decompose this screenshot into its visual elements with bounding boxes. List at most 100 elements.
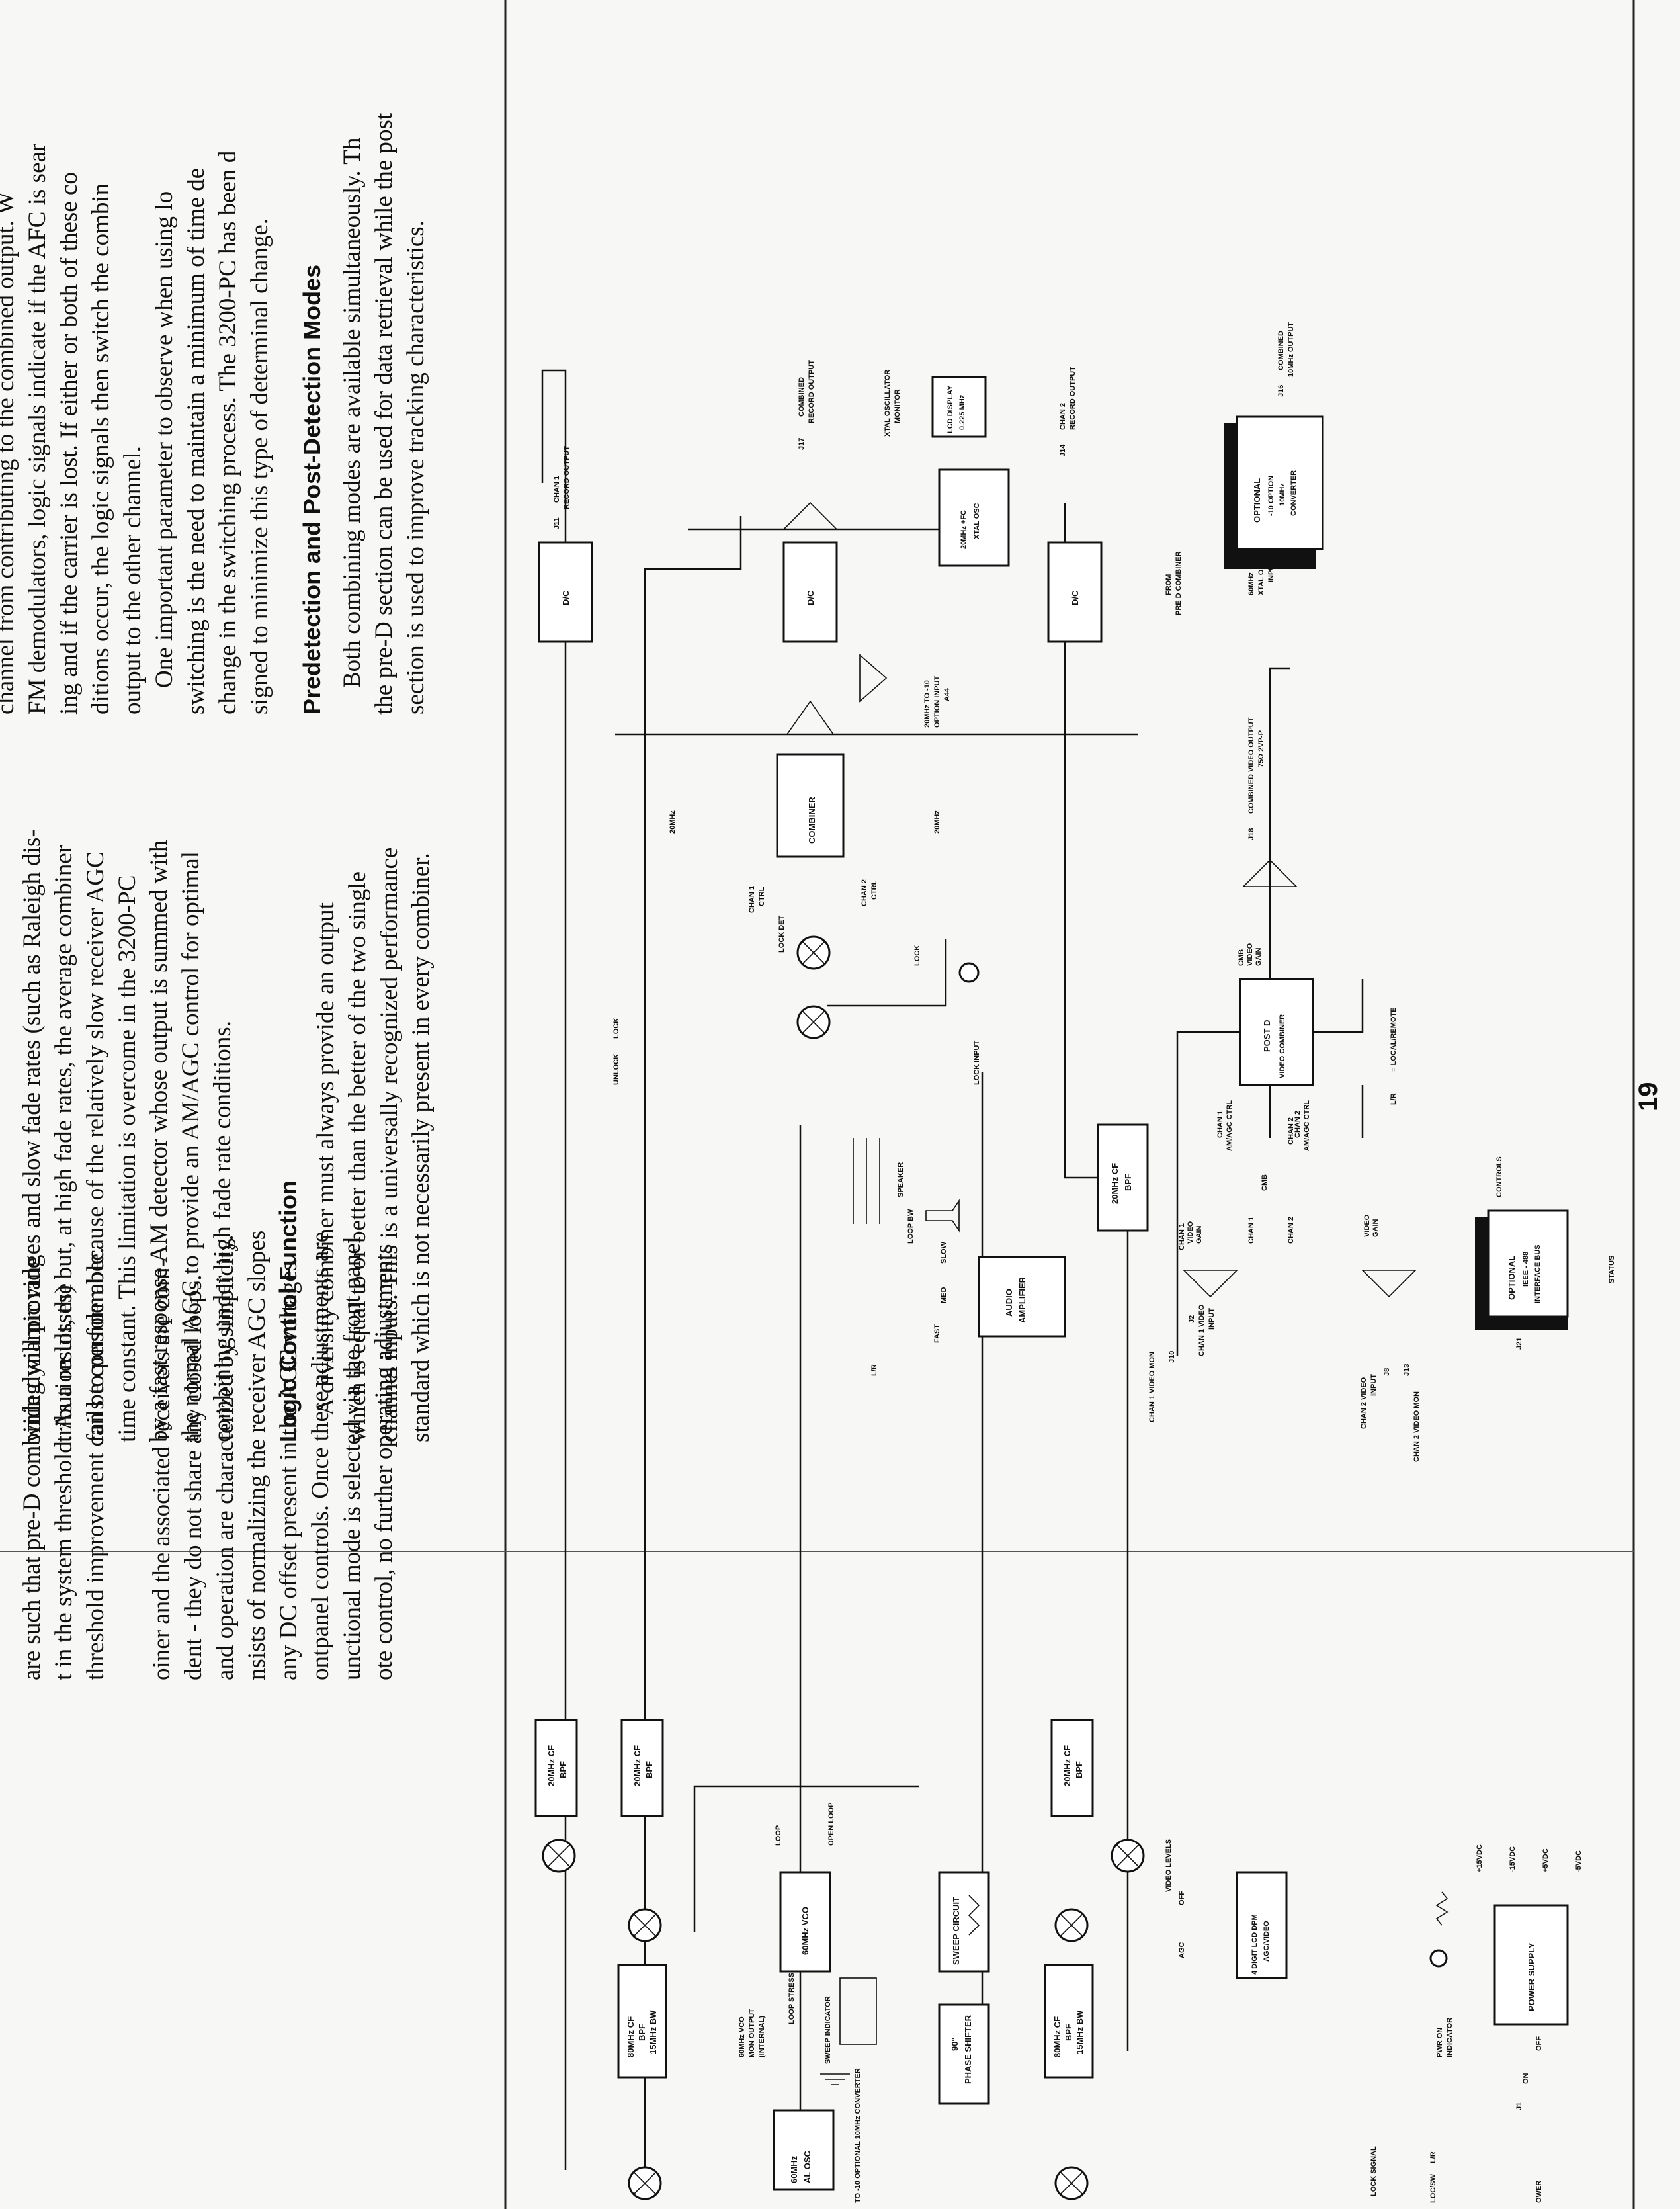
diagram-label: AGC bbox=[1178, 1942, 1186, 1959]
right-text-line: section is used to improve tracking char… bbox=[402, 220, 429, 715]
middle-text-line: which is equal to or better than the bet… bbox=[344, 871, 371, 1442]
diagram-label: CHAN 2 bbox=[861, 879, 868, 906]
diagram-label: STATUS bbox=[1608, 1256, 1616, 1283]
right-text-line: channel from contributing to the combine… bbox=[0, 191, 19, 715]
amplifier-symbol bbox=[1361, 1270, 1417, 1298]
block-label: 90° bbox=[950, 2038, 960, 2051]
diagram-label: CHAN 2 bbox=[1287, 1117, 1295, 1145]
right-text-line: switching is the need to maintain a mini… bbox=[183, 168, 210, 715]
diagram-label: OFF bbox=[1535, 2036, 1543, 2051]
middle-text-line: the normal AGC to provide an AM/AGC cont… bbox=[177, 851, 204, 1442]
middle-text-line: combining under high fade rate condition… bbox=[209, 1021, 236, 1442]
voltage-label: -15VDC bbox=[1509, 1846, 1517, 1872]
block-label: SWEEP CIRCUIT bbox=[951, 1897, 961, 1965]
diagram-label: CHAN 1 bbox=[1216, 1111, 1224, 1138]
block-label: XTAL OSC bbox=[973, 503, 981, 539]
block-label: BPF bbox=[637, 2024, 647, 2041]
optional-ieee-block bbox=[1487, 1209, 1569, 1318]
diagram-label: LOCK SIGNAL bbox=[1370, 2146, 1378, 2196]
diagram-label: VIDEO bbox=[1187, 1221, 1195, 1244]
block-label: POWER SUPPLY bbox=[1527, 1942, 1536, 2011]
left-text-column: are such that pre-D combining will provi… bbox=[19, 1231, 398, 1680]
diagram-label: AM/AGC CTRL bbox=[1303, 1100, 1311, 1151]
diagram-label: VIDEO bbox=[1246, 943, 1254, 966]
right-text-line: ditions occur, the logic signals then sw… bbox=[87, 183, 114, 715]
diagram-label: LOCK DET bbox=[778, 916, 786, 953]
bpf-80mhz-block bbox=[1044, 1964, 1094, 2079]
block-label: OPTIONAL bbox=[1507, 1256, 1517, 1300]
post-d-combiner-block bbox=[1239, 978, 1314, 1086]
dc-block bbox=[538, 541, 593, 643]
diagram-label: GAIN bbox=[1255, 947, 1263, 966]
dc-block bbox=[1047, 541, 1103, 643]
block-label: IEEE - 488 bbox=[1522, 1252, 1530, 1287]
left-text-line: are such that pre-D combining will provi… bbox=[19, 1258, 46, 1680]
block-label: 15MHz BW bbox=[648, 2010, 658, 2054]
diagram-label: = LOCAL/REMOTE bbox=[1390, 1008, 1398, 1072]
diagram-label: 60MHz VCO bbox=[738, 2016, 746, 2057]
diagram-label: FROM bbox=[1165, 574, 1173, 595]
block-label: VIDEO COMBINER bbox=[1279, 1014, 1286, 1078]
block-label: BPF bbox=[558, 1761, 568, 1778]
dc-block bbox=[782, 541, 838, 643]
right-text-line: signed to minimize this type of determin… bbox=[246, 218, 273, 715]
middle-text-line: channel inputs. This is a universally re… bbox=[376, 847, 403, 1442]
middle-text-line: standard which is not necessarily presen… bbox=[407, 853, 435, 1442]
block-label: INTERFACE BUS bbox=[1534, 1244, 1542, 1303]
diagram-label: LOCK INPUT bbox=[973, 1041, 981, 1086]
block-label: BPF bbox=[1064, 2024, 1073, 2041]
middle-text-line: time constant. This limitation is overco… bbox=[114, 875, 141, 1442]
block-label: 10MHz bbox=[1279, 483, 1286, 506]
block-label: D/C bbox=[1070, 590, 1080, 605]
left-text-line: dent - they do not share any closed loop… bbox=[180, 1275, 207, 1680]
diagram-label: CHAN 1 bbox=[1178, 1223, 1186, 1250]
lock-led-icon bbox=[958, 962, 980, 983]
diagram-label: CHAN 1 VIDEO MON bbox=[1148, 1352, 1156, 1422]
diagram-label: J16 bbox=[1277, 385, 1285, 397]
audio-amplifier-block bbox=[978, 1256, 1066, 1338]
lcd-display-block bbox=[931, 376, 987, 438]
bpf-20mhz-block bbox=[620, 1719, 664, 1817]
ground-symbol bbox=[820, 2073, 850, 2085]
diagram-label: SWEEP INDICATOR bbox=[824, 1996, 832, 2064]
block-label: 60MHz VCO bbox=[800, 1907, 810, 1955]
block-label: 80MHz CF bbox=[626, 2016, 636, 2057]
power-supply-block bbox=[1493, 1904, 1569, 2026]
diagram-label: J21 bbox=[1515, 1338, 1523, 1350]
signal-wire bbox=[1064, 503, 1129, 2051]
diagram-label: VIDEO LEVELS bbox=[1165, 1839, 1173, 1892]
block-label: BPF bbox=[1074, 1761, 1084, 1778]
sawtooth-icon bbox=[968, 1895, 980, 1936]
block-label: D/C bbox=[561, 590, 571, 605]
lcd-dpm-block bbox=[1236, 1871, 1288, 1979]
diagram-label: COMBINED bbox=[798, 377, 806, 417]
block-label: OPTIONAL bbox=[1252, 478, 1262, 523]
left-text-line: t in the system threshold. As a result, … bbox=[50, 1283, 77, 1680]
diagram-label: INPUT bbox=[1208, 1308, 1216, 1330]
diagram-label: PWR ON bbox=[1436, 2028, 1444, 2057]
diagram-label: CHAN 2 bbox=[1059, 403, 1067, 430]
block-label: 20MHz CF bbox=[1110, 1163, 1120, 1204]
amplifier-symbol bbox=[786, 700, 835, 735]
section-heading: Logic Control Function bbox=[274, 1180, 302, 1442]
voltage-label: +15VDC bbox=[1476, 1844, 1484, 1872]
block-label: 20MHz CF bbox=[632, 1745, 642, 1786]
diagram-label: ON bbox=[1522, 2073, 1530, 2084]
diagram-label: XTAL OSCILLATOR bbox=[884, 370, 892, 437]
signal-wire bbox=[541, 369, 567, 2170]
middle-text-line: wide dynamic ranges and slow fade rates … bbox=[19, 829, 46, 1442]
diagram-label: 75Ω 2VP-P bbox=[1257, 730, 1265, 767]
diagram-label: CTRL bbox=[758, 887, 766, 906]
diagram-label: CHAN 1 VIDEO bbox=[1198, 1304, 1206, 1356]
right-text-column: channel from contributing to the combine… bbox=[0, 112, 429, 715]
block-label: BPF bbox=[644, 1761, 654, 1778]
diagram-label: J8 bbox=[1383, 1368, 1391, 1376]
diagram-label: J2 bbox=[1188, 1315, 1196, 1323]
diagram-label: INDICATOR bbox=[1446, 2018, 1454, 2057]
xtal-osc-block bbox=[938, 468, 1010, 567]
diagram-label: CONTROLS bbox=[1495, 1156, 1503, 1197]
block-diagram: 20MHz CF BPF 20MHz CF BPF 80MHz CF BPF 1… bbox=[534, 322, 1616, 2203]
left-text-line: ote control, no further operating adjust… bbox=[370, 1244, 398, 1680]
mixer-cross bbox=[1116, 1844, 1140, 1868]
